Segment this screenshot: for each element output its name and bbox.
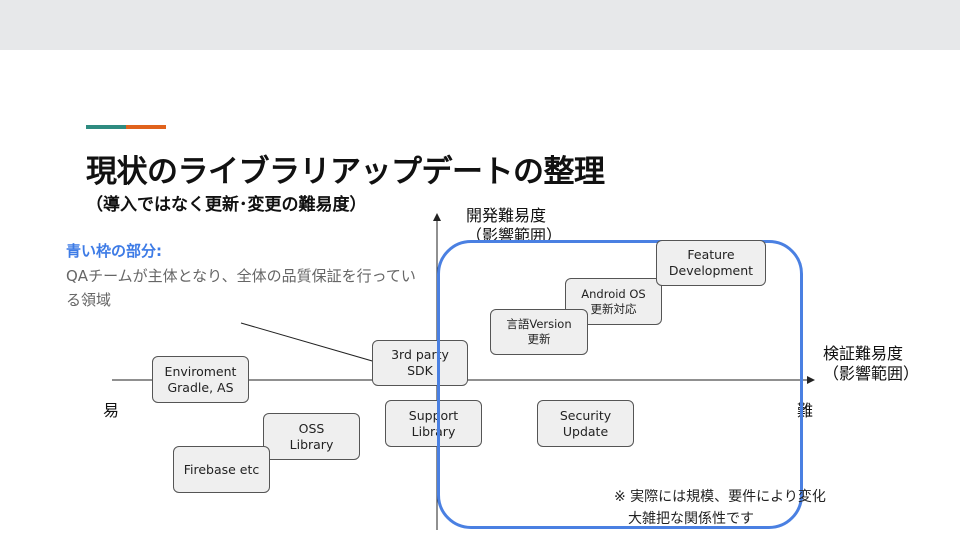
- box-text: Firebase etc: [183, 461, 260, 477]
- box-oss-library: OSS Library: [263, 413, 360, 460]
- note-heading: 青い枠の部分:: [66, 242, 162, 260]
- y-axis-label-line1: 開発難易度: [466, 206, 547, 225]
- box-text: Library: [411, 423, 456, 439]
- slide-title: 現状のライブラリアップデートの整理: [86, 154, 605, 190]
- box-language-version: 言語Version 更新: [490, 309, 588, 355]
- accent-bar-orange: [126, 125, 166, 129]
- note-body: QAチームが主体となり、全体の品質保証を行っている領域: [66, 267, 416, 309]
- footnote: ※ 実際には規模、要件により変化 大雑把な関係性です: [614, 486, 826, 530]
- box-text: Android OS: [581, 286, 646, 301]
- box-security-update: Security Update: [537, 400, 634, 447]
- footnote-line1: ※ 実際には規模、要件により変化: [614, 489, 826, 505]
- box-firebase: Firebase etc: [173, 446, 270, 493]
- box-support-library: Support Library: [385, 400, 482, 447]
- box-text: 更新対応: [590, 301, 637, 316]
- easy-label: 易: [103, 401, 120, 420]
- top-bar: [0, 0, 960, 50]
- x-axis-label: 検証難易度 （影響範囲）: [823, 344, 919, 384]
- qa-scope-frame: [437, 240, 803, 529]
- box-text: Security: [559, 407, 612, 423]
- box-text: Support: [408, 407, 459, 423]
- box-text: 言語Version: [506, 317, 572, 331]
- box-text: Enviroment: [164, 363, 237, 379]
- box-text: SDK: [407, 363, 433, 378]
- slide-subtitle: （導入ではなく更新･変更の難易度）: [86, 195, 367, 215]
- box-feature-development: Feature Development: [656, 240, 766, 286]
- box-text: Update: [562, 423, 609, 439]
- footnote-line2: 大雑把な関係性です: [628, 511, 754, 527]
- box-text: OSS: [298, 420, 325, 436]
- x-axis-label-line2: （影響範囲）: [823, 364, 920, 383]
- x-axis-label-line1: 検証難易度: [823, 344, 904, 363]
- box-text: Library: [289, 436, 334, 452]
- box-text: 更新: [527, 332, 551, 346]
- box-text: 3rd party: [391, 347, 449, 362]
- box-text: Feature: [687, 247, 735, 262]
- box-text: Development: [668, 263, 754, 278]
- accent-bar-teal: [86, 125, 126, 129]
- box-enviroment: Enviroment Gradle, AS: [152, 356, 249, 403]
- box-text: Gradle, AS: [167, 379, 234, 395]
- box-3rd-party-sdk: 3rd party SDK: [372, 340, 468, 386]
